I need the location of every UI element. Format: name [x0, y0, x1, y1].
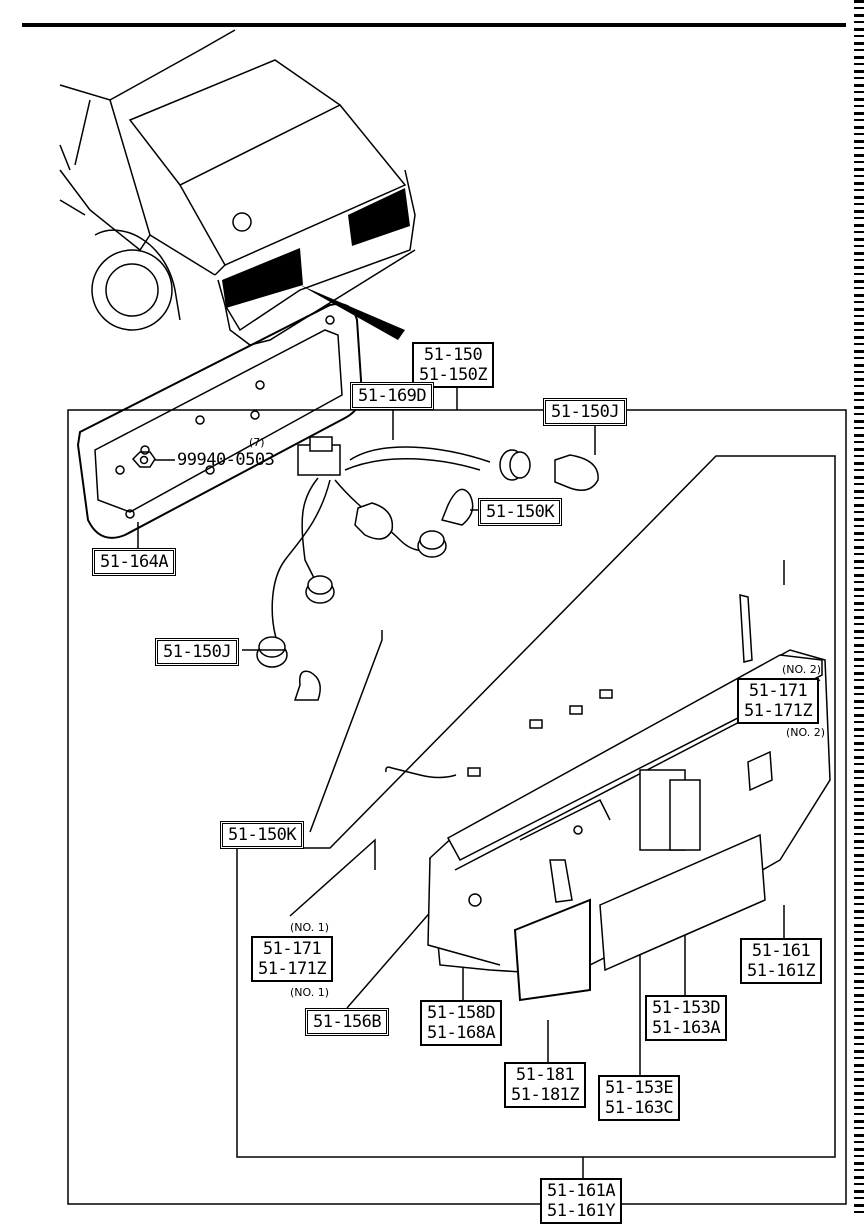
label-51-153E-line2: 51-163C: [605, 1098, 674, 1118]
harness-wire: [385, 766, 457, 779]
label-51-150K-top[interactable]: 51-150K: [478, 498, 563, 526]
label-51-171-no1[interactable]: 51-171 51-171Z: [251, 936, 334, 982]
label-51-161A[interactable]: 51-161A 51-161Y: [540, 1178, 623, 1224]
label-51-150J-left[interactable]: 51-150J: [155, 638, 240, 666]
label-51-161-line2: 51-161Z: [747, 961, 816, 981]
label-51-158D-line2: 51-168A: [427, 1023, 496, 1043]
weatherstrip-no2: [739, 594, 753, 663]
label-51-153D[interactable]: 51-153D 51-163A: [645, 995, 728, 1041]
label-51-171-no1-line1: 51-171: [262, 939, 322, 959]
nut-qty: (7): [249, 436, 265, 449]
label-51-161A-line1: 51-161A: [547, 1181, 616, 1201]
label-51-158D[interactable]: 51-158D 51-168A: [420, 1000, 503, 1046]
assembly-label[interactable]: 51-150 51-150Z: [412, 342, 495, 388]
label-51-181-line1: 51-181: [515, 1065, 575, 1085]
nut-icon: [131, 451, 175, 468]
label-51-161[interactable]: 51-161 51-161Z: [740, 938, 823, 984]
nut-part-number[interactable]: 99940-0503: [177, 450, 275, 470]
label-51-181[interactable]: 51-181 51-181Z: [504, 1062, 587, 1108]
pointer-wedge: [300, 285, 405, 340]
label-51-153D-line2: 51-163A: [652, 1018, 721, 1038]
label-51-158D-line1: 51-158D: [427, 1003, 496, 1023]
note-no2-top: (NO. 2): [782, 663, 822, 676]
label-51-169D[interactable]: 51-169D: [350, 382, 435, 410]
car-illustration: [59, 29, 416, 346]
label-51-171-no2-line2: 51-171Z: [744, 701, 813, 721]
label-51-171-no2[interactable]: 51-171 51-171Z: [737, 678, 820, 724]
assembly-frame: [67, 409, 847, 1205]
tail-lamp-highlight: [222, 188, 410, 308]
assembly-label-line2: 51-150Z: [419, 365, 488, 385]
label-51-161-line1: 51-161: [751, 941, 811, 961]
label-51-164A[interactable]: 51-164A: [92, 548, 177, 576]
label-51-171-no1-line2: 51-171Z: [258, 959, 327, 979]
rear-combination-lamp: [427, 649, 831, 1002]
note-no2-bottom: (NO. 2): [786, 726, 826, 739]
bulb-studs: [467, 689, 613, 777]
label-51-171-no2-line1: 51-171: [748, 681, 808, 701]
assembly-label-line1: 51-150: [423, 345, 483, 365]
label-51-181-line2: 51-181Z: [511, 1085, 580, 1105]
note-no1-top: (NO. 1): [290, 921, 330, 934]
label-51-153E-line1: 51-153E: [605, 1078, 674, 1098]
label-51-161A-line2: 51-161Y: [547, 1201, 616, 1221]
label-51-153E[interactable]: 51-153E 51-163C: [598, 1075, 681, 1121]
label-51-153D-line1: 51-153D: [652, 998, 721, 1018]
bulb-sockets: [256, 449, 531, 668]
note-no1-bottom: (NO. 1): [290, 986, 330, 999]
label-51-156B[interactable]: 51-156B: [305, 1008, 390, 1036]
label-51-150J-top[interactable]: 51-150J: [543, 398, 628, 426]
bulbs: [293, 454, 599, 701]
wiring-harness: [271, 436, 491, 651]
label-51-150K-left[interactable]: 51-150K: [220, 821, 305, 849]
gasket-drawing: [76, 303, 364, 539]
scan-edge: [854, 0, 864, 1214]
